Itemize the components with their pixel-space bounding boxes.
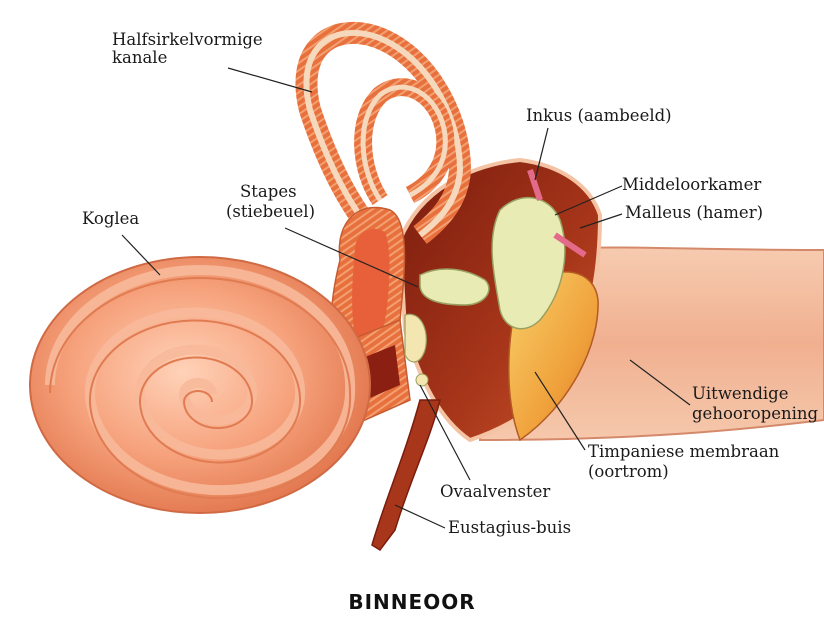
label-semicircular-canals-line1: Halfsirkelvormige — [112, 30, 263, 50]
label-semicircular-canals-line2: kanale — [112, 48, 167, 68]
label-middle-ear: Middeloorkamer — [622, 175, 761, 195]
label-oval-window: Ovaalvenster — [440, 482, 550, 502]
label-malleus: Malleus (hamer) — [625, 203, 763, 223]
label-eustachian-tube: Eustagius-buis — [448, 518, 571, 538]
label-stapes-line1: Stapes — [240, 182, 297, 202]
cochlea-shape — [30, 257, 370, 513]
label-external-canal-line2: gehooropening — [692, 404, 818, 424]
eustachian-tube-shape — [372, 400, 440, 550]
label-tympanic-line1: Timpaniese membraan — [588, 442, 779, 462]
label-incus: Inkus (aambeeld) — [526, 106, 672, 126]
diagram-title: BINNEOOR — [0, 590, 824, 614]
label-cochlea: Koglea — [82, 209, 139, 229]
label-tympanic-line2: (oortrom) — [588, 462, 669, 482]
label-external-canal-line1: Uitwendige — [692, 384, 789, 404]
label-stapes-line2: (stiebeuel) — [226, 202, 315, 222]
